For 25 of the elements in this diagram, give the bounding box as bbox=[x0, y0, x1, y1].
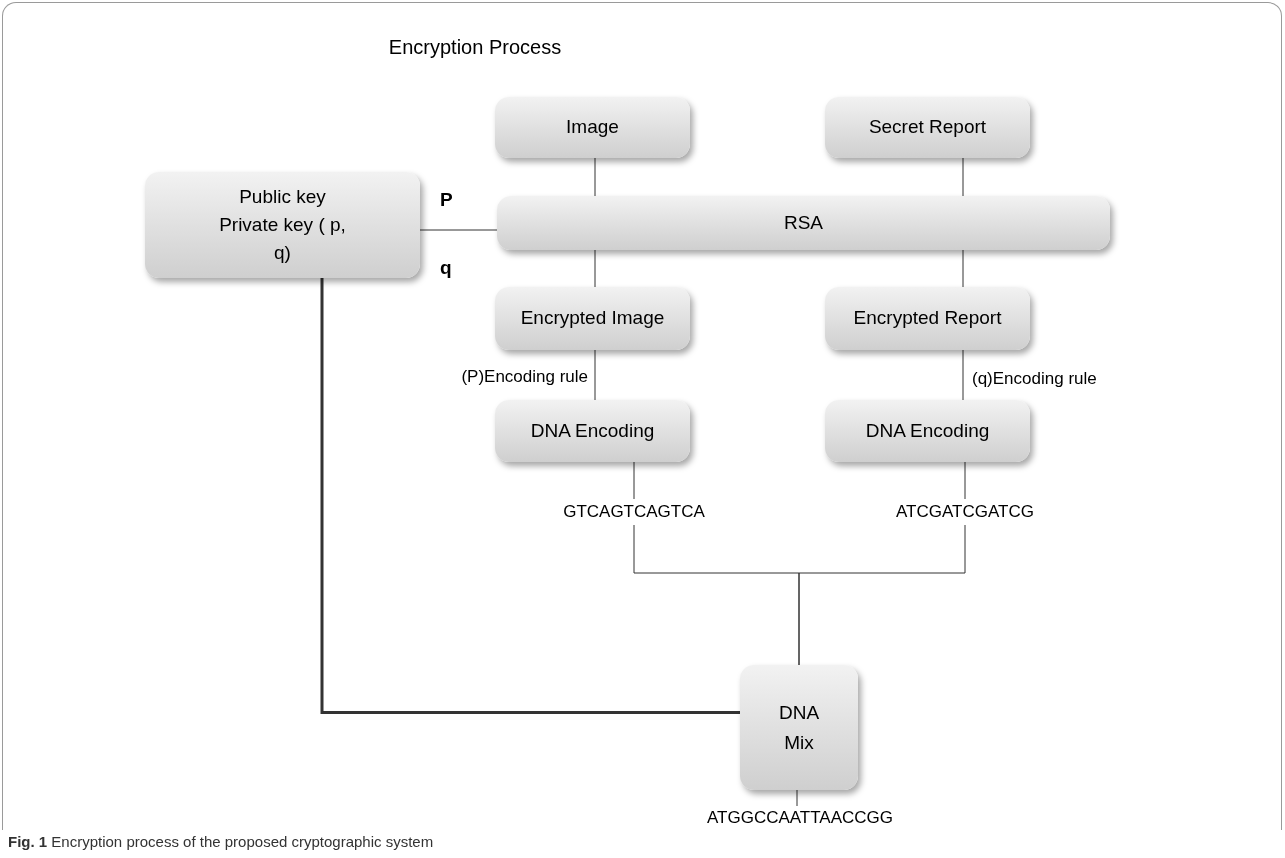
connector-line bbox=[594, 349, 596, 401]
process-box: DNA Encoding bbox=[495, 400, 690, 462]
connector-line bbox=[962, 249, 964, 288]
connector-line bbox=[320, 278, 740, 714]
process-box: DNA Mix bbox=[740, 665, 858, 790]
edge-label: (P)Encoding rule bbox=[460, 366, 588, 388]
edge-label: (q)Encoding rule bbox=[972, 368, 1098, 390]
connector-line bbox=[962, 157, 964, 197]
connector-line bbox=[594, 157, 596, 197]
connector-line bbox=[594, 249, 596, 288]
process-box: Encrypted Report bbox=[825, 287, 1030, 350]
connector-line bbox=[798, 461, 966, 666]
process-box: DNA Encoding bbox=[825, 400, 1030, 462]
connector-line bbox=[962, 349, 964, 401]
diagram-title: Encryption Process bbox=[387, 35, 563, 60]
process-box: Public key Private key ( p, q) bbox=[145, 172, 420, 278]
connector-line bbox=[419, 229, 498, 231]
process-box: Encrypted Image bbox=[495, 287, 690, 350]
figure-caption: Fig. 1 Encryption process of the proposed cryptographic system bbox=[8, 832, 434, 852]
process-box: RSA bbox=[497, 196, 1110, 250]
process-box: Image bbox=[495, 97, 690, 158]
line-label: P bbox=[440, 188, 453, 212]
line-label: q bbox=[440, 256, 452, 280]
connector-line bbox=[796, 789, 798, 807]
process-box: Secret Report bbox=[825, 97, 1030, 158]
